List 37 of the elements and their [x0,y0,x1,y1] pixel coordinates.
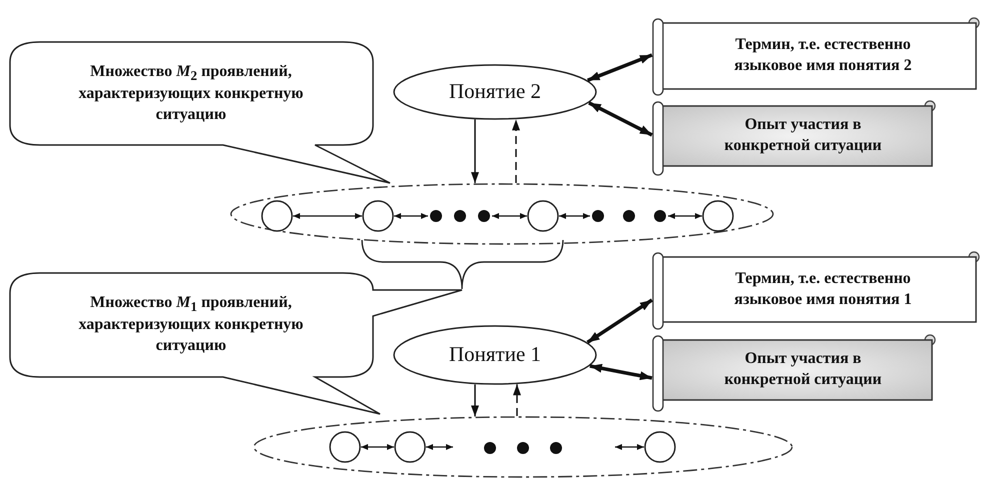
arrow [588,101,653,137]
arrow [361,444,394,450]
element-circle [261,200,293,232]
arrow [293,213,362,219]
callout-text: Множество M$_{2}$ проявлений, характеризующих конкретную ситуацию [78,62,304,126]
arrow [559,213,590,219]
element-circle [527,200,559,232]
arrow [668,213,702,219]
speech-bubble [10,42,391,184]
scroll-text: Опыт участия в конкретной ситуации [723,115,883,156]
element-circle [362,200,394,232]
element-circle [702,200,734,232]
element-circle [329,431,361,463]
arrow [426,444,453,450]
scroll-text: Опыт участия в конкретной ситуации [723,349,883,390]
element-circle [644,431,676,463]
concept-ellipse [393,325,597,385]
concept-label: Понятие 1 [448,341,542,368]
callout-text: Множество M$_{1}$ проявлений, характеризующих конкретную ситуацию [78,292,304,356]
arrow [492,213,527,219]
scroll-text: Термин, т.е. естественно языковое имя понятия 2 [733,35,913,76]
concept-ellipse [393,64,597,120]
arrow [586,298,653,344]
ellipsis-dots [482,439,564,457]
arrow [590,364,652,380]
scroll-text: Термин, т.е. естественно языковое имя понятия 1 [733,268,913,310]
dashed-arrow [513,384,521,416]
concept-label: Понятие 2 [448,78,542,106]
arrow [587,53,653,82]
arrow [471,384,479,416]
set-ellipse [230,183,774,245]
arrow [471,119,479,184]
arrow [394,213,428,219]
arrow [615,444,644,450]
element-circle [394,431,426,463]
set-ellipse [253,416,793,478]
dashed-arrow [512,119,520,184]
